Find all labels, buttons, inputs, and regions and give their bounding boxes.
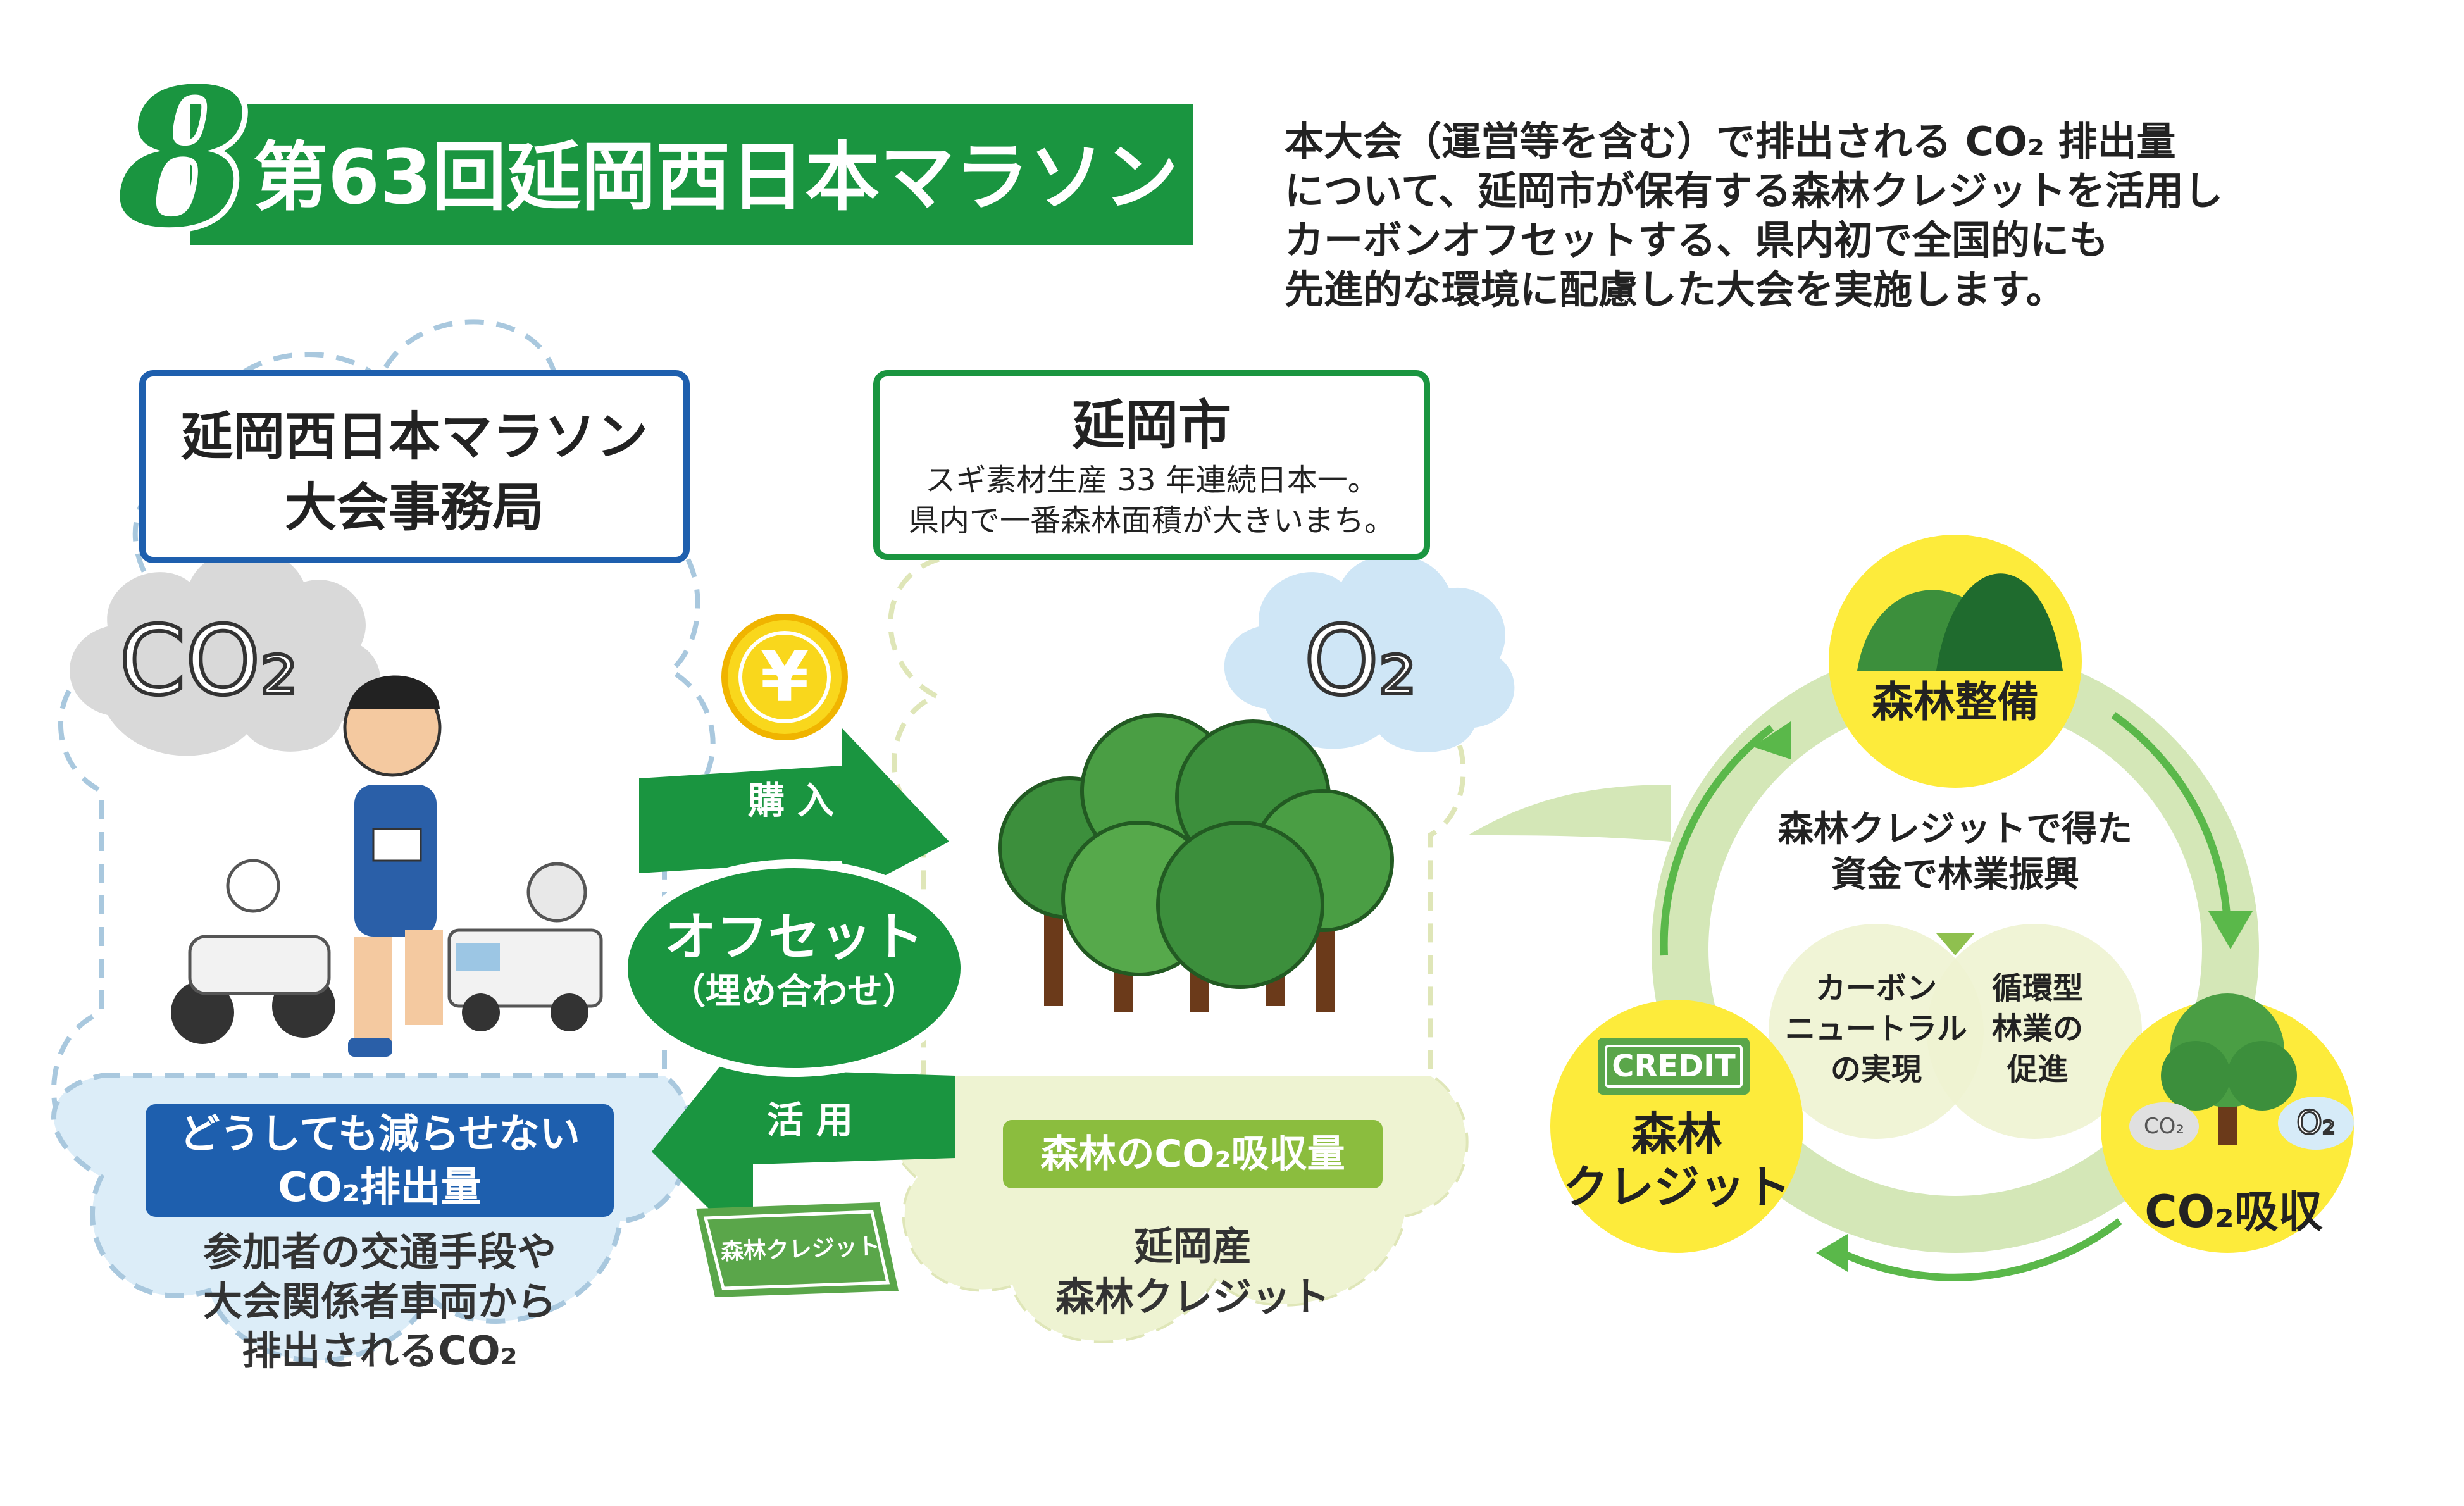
venn-right-text: 循環型 林業の 促進 [1955, 968, 2120, 1090]
city-desc-line: 県内で一番森林面積が大きいまち。 [908, 503, 1395, 538]
description-line: について、延岡市が保有する森林クレジットを活用し [1285, 168, 2224, 214]
emission-badge: どうしても減らせない CO₂排出量 [146, 1104, 614, 1217]
small-o2-label: O₂ [2296, 1104, 2337, 1143]
venn-left-line: ニュートラル [1784, 1011, 1967, 1047]
cycle-center-line: 森林クレジットで得た [1778, 809, 2132, 850]
title-band [190, 104, 1193, 245]
o2-label: O₂ [1302, 606, 1419, 717]
police-motorcycle-illustration [171, 859, 335, 1044]
venn-right-line: 循環型 [1991, 971, 2083, 1006]
co2-label: CO₂ [118, 606, 301, 717]
emission-desc: 参加者の交通手段や 大会関係者車両から 排出されるCO₂ [146, 1228, 614, 1376]
runner-illustration [343, 675, 443, 1057]
organizer-line: 延岡西日本マラソン [180, 407, 648, 467]
purchase-label: 購 入 [747, 779, 835, 822]
organizer-box: 延岡西日本マラソン 大会事務局 [139, 370, 690, 563]
offset-subtitle: （埋め合わせ） [670, 971, 918, 1012]
forest-credit-line: 森林 [1631, 1107, 1722, 1161]
o2-cloud [1224, 554, 1515, 752]
venn-right-line: 林業の [1991, 1011, 2083, 1047]
credit-ticket-label: 森林クレジット [720, 1233, 881, 1266]
bubble-pointer [1468, 785, 1671, 842]
venn-right [1927, 924, 2142, 1139]
venn-left [1769, 924, 1984, 1139]
use-label: 活 用 [766, 1098, 854, 1142]
emission-desc-line: 大会関係者車両から [202, 1278, 556, 1324]
cycle-center-line: 資金で林業振興 [1831, 854, 2079, 895]
page-title: 第63回延岡西日本マラソン [253, 134, 1179, 221]
city-box: 延岡市 スギ素材生産 33 年連続日本一。 県内で一番森林面積が大きいまち。 [873, 370, 1430, 560]
credit-ticket [696, 1202, 899, 1297]
small-co2-label: CO₂ [2143, 1114, 2185, 1139]
co2-cloud [70, 549, 381, 756]
venn-left-line: の実現 [1830, 1052, 1922, 1087]
credit-tag-label: CREDIT [1612, 1049, 1736, 1084]
description-line: カーボンオフセットする、県内初で全国的にも [1285, 217, 2109, 263]
offset-ellipse [619, 859, 969, 1077]
description-line: 先進的な環境に配慮した大会を実施します。 [1285, 266, 2065, 313]
cycle-arrows [1660, 712, 2231, 1281]
absorption-desc-line: 森林クレジット [1055, 1274, 1330, 1320]
use-arrow [652, 1025, 955, 1253]
cycle-center-text: 森林クレジットで得た 資金で林業振興 [1759, 807, 2151, 898]
venn-right-line: 促進 [2007, 1052, 2068, 1087]
forest-credit-line: クレジット [1562, 1161, 1791, 1214]
offset-title: オフセット [664, 907, 924, 968]
forest-maintenance-label: 森林整備 [1872, 678, 2039, 726]
purchase-arrow [639, 728, 949, 899]
venn-left-line: カーボン [1815, 971, 1937, 1006]
absorption-desc: 延岡産 森林クレジット [987, 1221, 1398, 1322]
city-title: 延岡市 [1071, 394, 1231, 456]
credit-tag-shape [1598, 1038, 1750, 1095]
description: 本大会（運営等を含む）で排出される CO₂ 排出量 について、延岡市が保有する森… [1285, 117, 2449, 314]
absorption-desc-line: 延岡産 [1133, 1223, 1252, 1269]
absorption-badge: 森林のCO₂吸収量 [1003, 1120, 1383, 1188]
broadcast-van-illustration [447, 862, 603, 1031]
emission-desc-line: 排出されるCO₂ [242, 1328, 518, 1374]
city-desc-line: スギ素材生産 33 年連続日本一。 [925, 463, 1378, 498]
emission-badge-line: どうしても減らせない [179, 1111, 580, 1158]
forest-credit-label: 森林 クレジット [1550, 1107, 1803, 1214]
yen-symbol: ¥ [760, 637, 809, 718]
co2-absorption-label: CO₂吸収 [2144, 1186, 2323, 1238]
emission-desc-line: 参加者の交通手段や [202, 1229, 556, 1275]
emission-badge-line: CO₂排出量 [278, 1164, 482, 1211]
venn-left-text: カーボン ニュートラル の実現 [1781, 968, 1971, 1090]
forest-illustration [998, 713, 1394, 1012]
description-line: 本大会（運営等を含む）で排出される CO₂ 排出量 [1285, 118, 2176, 165]
section-number-8: 8 [114, 46, 249, 270]
organizer-line: 大会事務局 [284, 478, 544, 538]
